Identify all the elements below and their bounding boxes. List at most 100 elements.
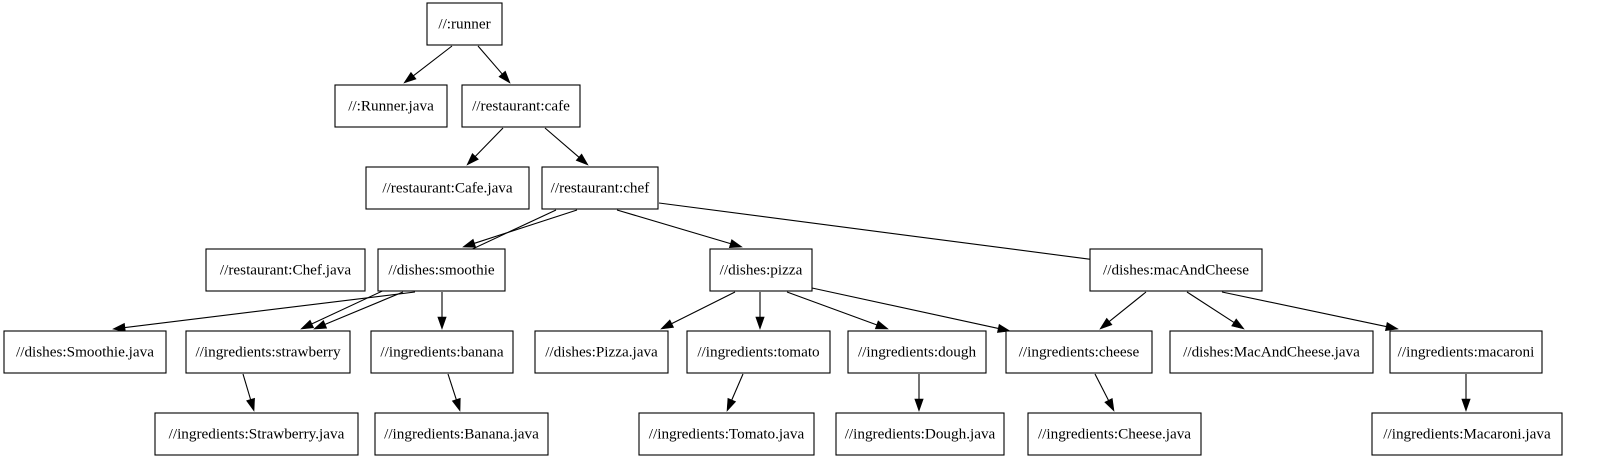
- node-label: //:runner: [438, 15, 490, 32]
- node-layer: //:runner //:Runner.java //restaurant:cafe…: [3, 2, 1563, 456]
- edge-line: [731, 373, 744, 401]
- edge-arrowhead: [300, 319, 315, 330]
- edge-line: [413, 45, 453, 77]
- graph-node-ing_strawberry[interactable]: //ingredients:strawberry: [185, 330, 351, 374]
- graph-node-strawberry_java[interactable]: //ingredients:Strawberry.java: [154, 412, 359, 456]
- graph-edge: [786, 291, 889, 330]
- edge-arrowhead: [498, 70, 511, 84]
- node-box[interactable]: [374, 412, 549, 456]
- node-label: //ingredients:strawberry: [195, 343, 340, 360]
- graph-edge: [1099, 291, 1147, 330]
- node-box[interactable]: [3, 330, 167, 374]
- node-box[interactable]: [1371, 412, 1563, 456]
- node-label: //ingredients:Macaroni.java: [1383, 425, 1551, 442]
- edge-line: [671, 291, 736, 325]
- graph-node-dishes_smoothie[interactable]: //dishes:smoothie: [377, 248, 506, 292]
- graph-edge: [112, 291, 416, 333]
- edge-arrowhead: [1231, 318, 1245, 330]
- graph-node-ing_dough[interactable]: //ingredients:dough: [847, 330, 987, 374]
- node-box[interactable]: [638, 412, 815, 456]
- graph-node-chef_java[interactable]: //restaurant:Chef.java: [205, 248, 366, 292]
- edge-arrowhead: [462, 238, 477, 248]
- graph-edge: [914, 374, 924, 412]
- graph-node-dough_java[interactable]: //ingredients:Dough.java: [835, 412, 1005, 456]
- graph-node-cafe_java[interactable]: //restaurant:Cafe.java: [365, 166, 530, 210]
- node-box[interactable]: [835, 412, 1005, 456]
- node-box[interactable]: [334, 84, 448, 128]
- graph-edge: [1186, 291, 1245, 330]
- node-box[interactable]: [426, 2, 503, 46]
- edge-arrowhead: [728, 239, 743, 248]
- graph-node-ing_banana[interactable]: //ingredients:banana: [370, 330, 514, 374]
- node-box[interactable]: [461, 84, 581, 128]
- graph-node-ing_tomato[interactable]: //ingredients:tomato: [686, 330, 831, 374]
- edge-arrowhead: [403, 71, 417, 84]
- edge-line: [242, 373, 252, 400]
- node-label: //ingredients:Cheese.java: [1038, 425, 1191, 442]
- graph-edge: [242, 373, 255, 412]
- graph-node-tomato_java[interactable]: //ingredients:Tomato.java: [638, 412, 815, 456]
- graph-node-pizza_java[interactable]: //dishes:Pizza.java: [534, 330, 669, 374]
- graph-node-ing_cheese[interactable]: //ingredients:cheese: [1005, 330, 1153, 374]
- graph-edge: [755, 292, 765, 330]
- edge-arrowhead: [1461, 398, 1471, 412]
- node-box[interactable]: [365, 166, 530, 210]
- node-box[interactable]: [1169, 330, 1374, 374]
- edge-line: [811, 287, 999, 329]
- edge-arrowhead: [112, 322, 126, 333]
- node-box[interactable]: [534, 330, 669, 374]
- graph-node-dishes_macandchs[interactable]: //dishes:macAndCheese: [1089, 248, 1263, 292]
- edge-arrowhead: [726, 397, 737, 412]
- node-box[interactable]: [709, 248, 813, 292]
- node-box[interactable]: [1027, 412, 1202, 456]
- edge-line: [658, 202, 1100, 261]
- graph-node-restaurant_chef[interactable]: //restaurant:chef: [541, 166, 659, 210]
- edge-line: [616, 209, 731, 245]
- node-box[interactable]: [154, 412, 359, 456]
- graph-edge: [403, 45, 453, 84]
- edge-line: [447, 373, 457, 400]
- graph-node-ing_macaroni[interactable]: //ingredients:macaroni: [1389, 330, 1543, 374]
- graph-node-dishes_pizza[interactable]: //dishes:pizza: [709, 248, 813, 292]
- graph-edge: [811, 287, 1011, 333]
- graph-edge: [660, 291, 736, 330]
- graph-node-restaurant_cafe[interactable]: //restaurant:cafe: [461, 84, 581, 128]
- edge-arrowhead: [1385, 321, 1399, 331]
- node-label: //ingredients:macaroni: [1398, 343, 1535, 360]
- graph-edge: [726, 373, 744, 412]
- node-box[interactable]: [1005, 330, 1153, 374]
- node-box[interactable]: [1389, 330, 1543, 374]
- edge-line: [474, 209, 578, 244]
- edge-arrowhead: [1099, 317, 1113, 330]
- node-box[interactable]: [686, 330, 831, 374]
- edge-line: [1186, 291, 1235, 323]
- graph-node-macandchs_java[interactable]: //dishes:MacAndCheese.java: [1169, 330, 1374, 374]
- node-box[interactable]: [185, 330, 351, 374]
- edge-arrowhead: [313, 320, 328, 330]
- edge-arrowhead: [755, 316, 765, 330]
- node-label: //dishes:smoothie: [388, 261, 495, 278]
- node-box[interactable]: [1089, 248, 1263, 292]
- graph-edge: [466, 127, 504, 166]
- node-label: //dishes:macAndCheese: [1103, 261, 1249, 278]
- graph-node-runner[interactable]: //:runner: [426, 2, 503, 46]
- node-box[interactable]: [847, 330, 987, 374]
- graph-node-cheese_java[interactable]: //ingredients:Cheese.java: [1027, 412, 1202, 456]
- node-box[interactable]: [370, 330, 514, 374]
- node-label: //ingredients:Banana.java: [384, 425, 539, 442]
- node-label: //ingredients:Strawberry.java: [169, 425, 345, 442]
- node-box[interactable]: [377, 248, 506, 292]
- graph-node-runner_java[interactable]: //:Runner.java: [334, 84, 448, 128]
- graph-node-banana_java[interactable]: //ingredients:Banana.java: [374, 412, 549, 456]
- node-box[interactable]: [205, 248, 366, 292]
- graph-node-smoothie_java[interactable]: //dishes:Smoothie.java: [3, 330, 167, 374]
- edge-line: [1094, 373, 1110, 401]
- node-label: //ingredients:Dough.java: [845, 425, 996, 442]
- graph-node-macaroni_java[interactable]: //ingredients:Macaroni.java: [1371, 412, 1563, 456]
- node-label: //dishes:Smoothie.java: [16, 343, 154, 360]
- edge-line: [544, 127, 580, 158]
- node-box[interactable]: [541, 166, 659, 210]
- node-label: //ingredients:cheese: [1019, 343, 1140, 360]
